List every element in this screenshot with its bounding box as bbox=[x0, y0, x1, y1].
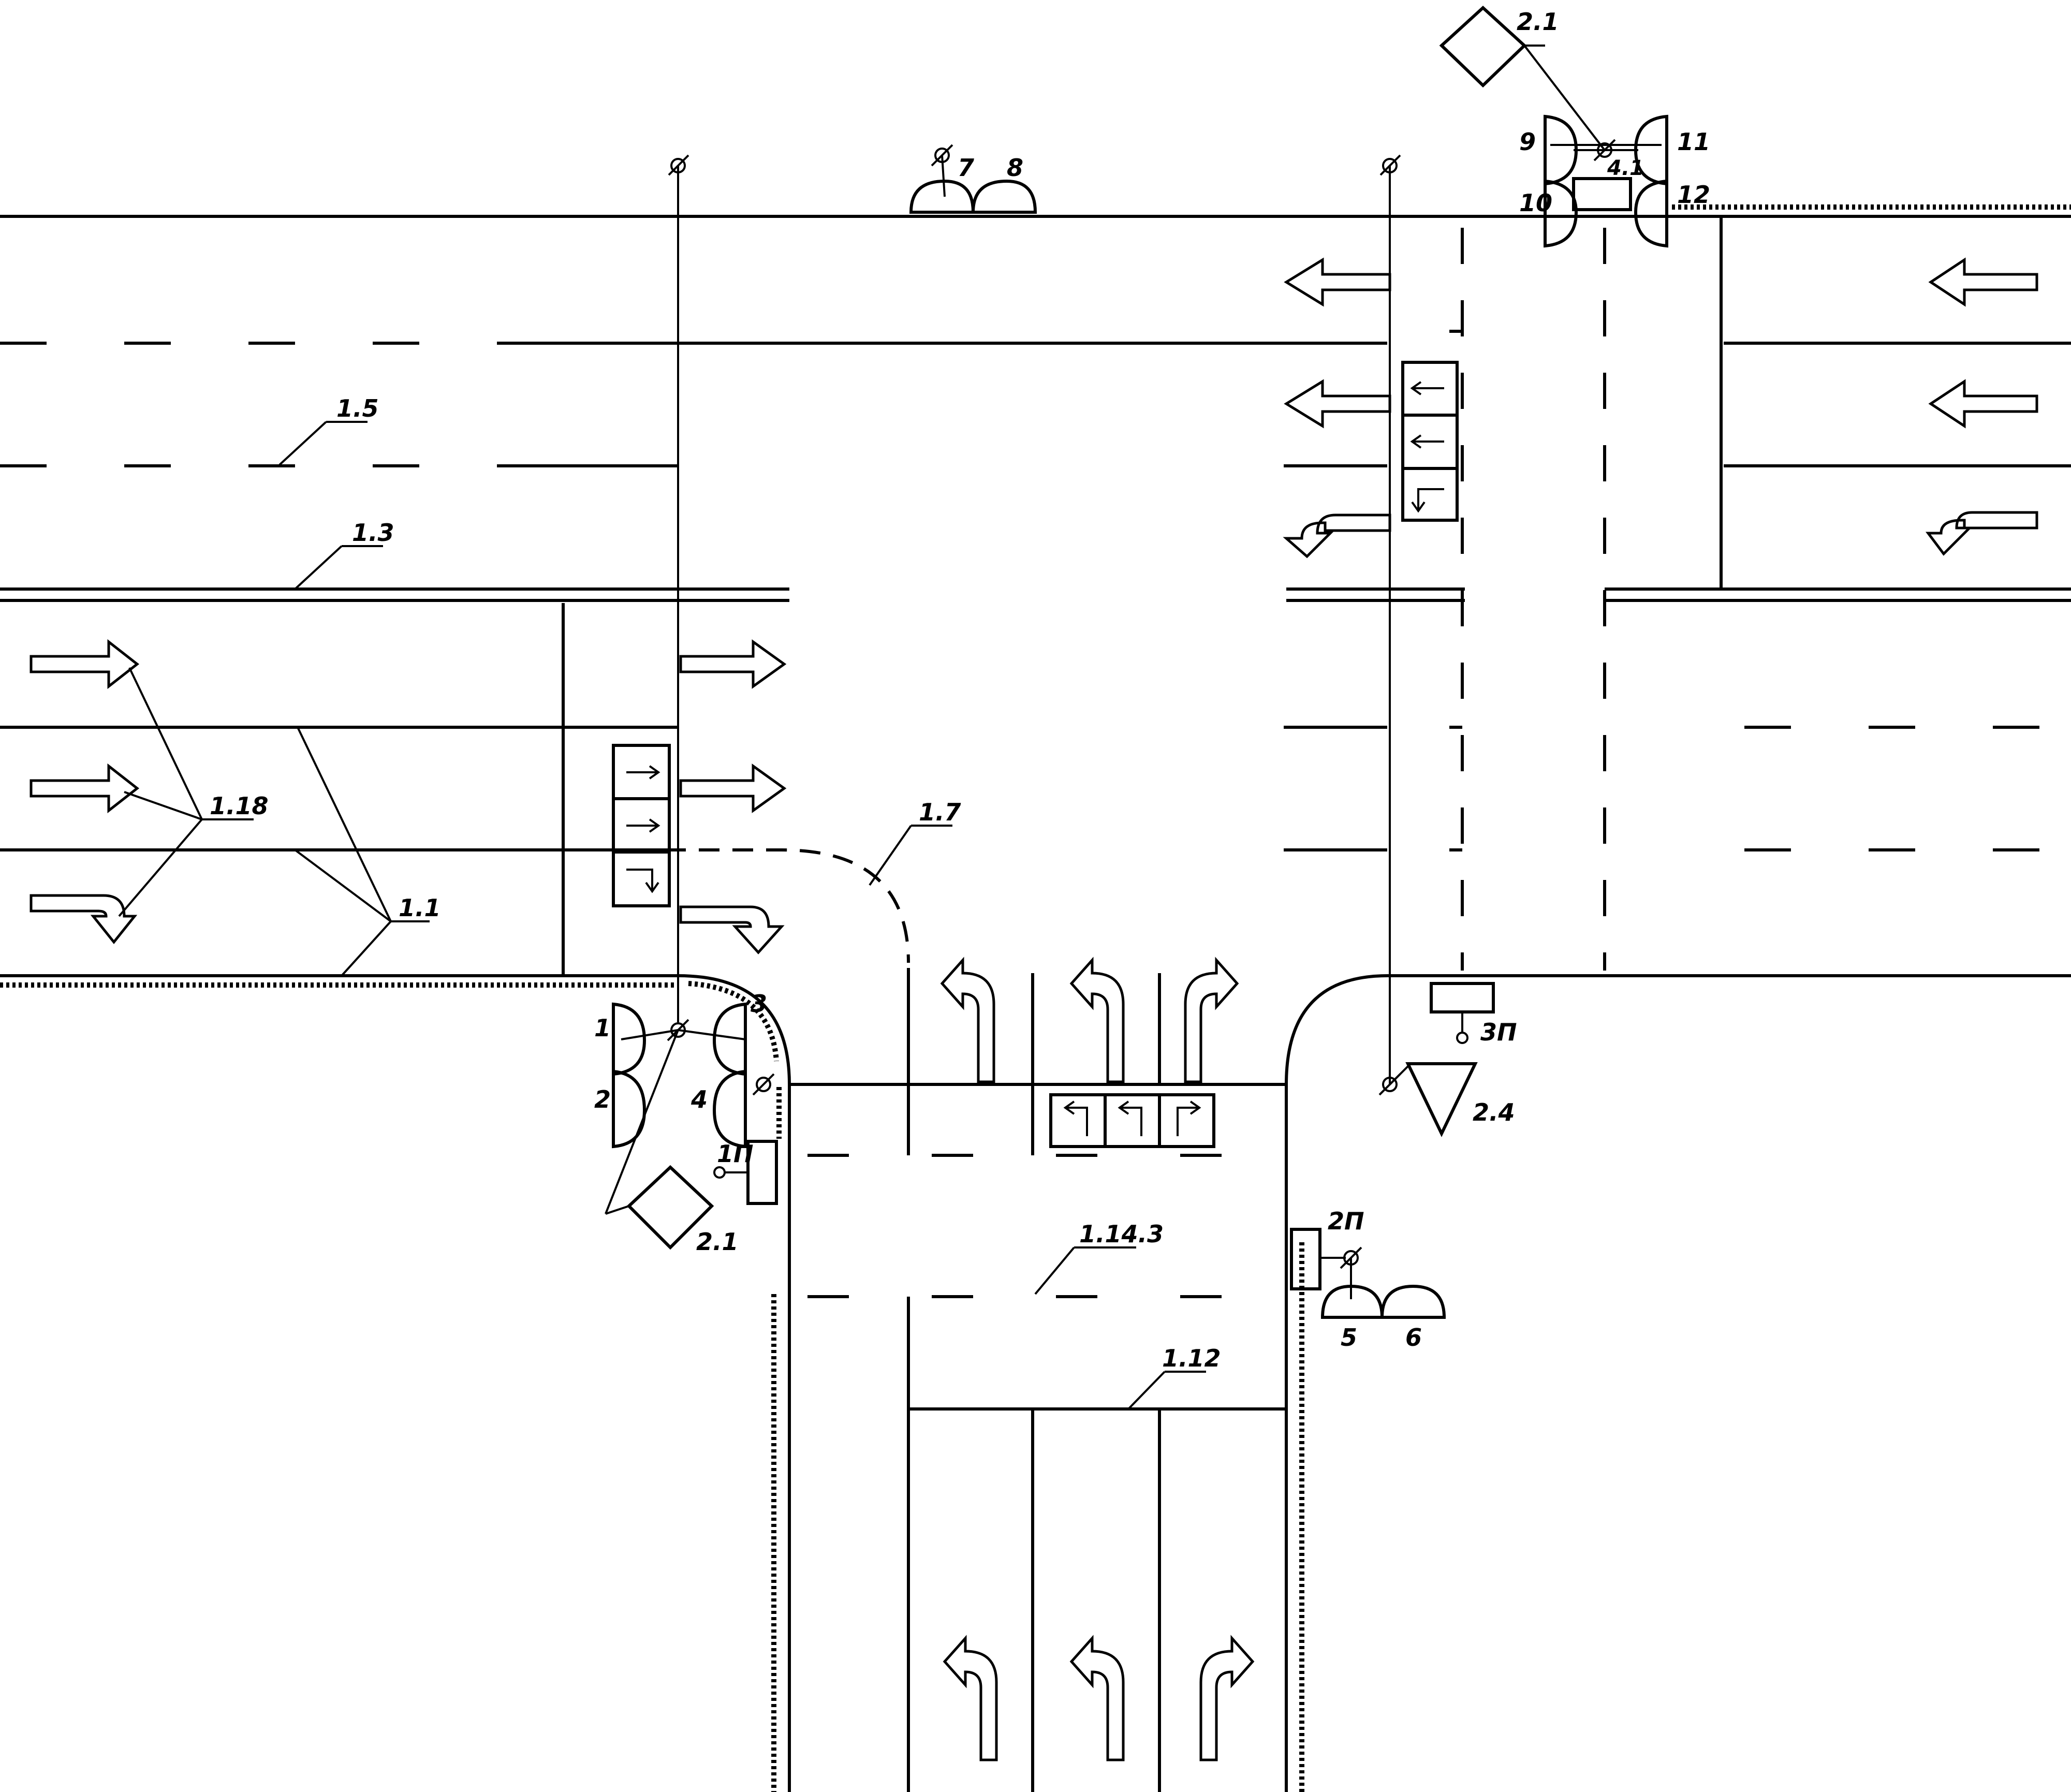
controller-3 bbox=[1430, 982, 1495, 1013]
traffic-light-6 bbox=[1380, 1284, 1446, 1319]
traffic-light-8 bbox=[971, 179, 1037, 214]
traffic-light-7 bbox=[909, 179, 975, 214]
arrow-straight-left bbox=[1284, 379, 1391, 429]
label-1-14-3: 1.14.3 bbox=[1079, 1220, 1164, 1248]
label-sign-4-1: 4.1 bbox=[1607, 156, 1644, 180]
controller-2 bbox=[1290, 1228, 1321, 1290]
label-signal-7: 7 bbox=[958, 154, 974, 182]
label-signal-3: 3 bbox=[751, 990, 767, 1018]
label-signal-4: 4 bbox=[691, 1085, 708, 1113]
sign-main-road-bottom bbox=[626, 1165, 714, 1250]
arrow-left-turn-up bbox=[940, 957, 995, 1083]
traffic-light-12 bbox=[1634, 179, 1668, 248]
label-signal-11: 11 bbox=[1677, 128, 1710, 156]
label-signal-1: 1 bbox=[594, 1014, 611, 1042]
arrow-straight-right bbox=[679, 639, 787, 689]
label-signal-10: 10 bbox=[1519, 189, 1552, 217]
arrow-straight-right bbox=[30, 763, 140, 814]
arrow-left-turn-up bbox=[943, 1635, 998, 1761]
arrow-straight-right bbox=[679, 763, 787, 813]
arrow-right-turn bbox=[30, 894, 138, 945]
lane-arrows bbox=[30, 257, 2038, 1761]
arrow-left-turn bbox=[1283, 513, 1391, 559]
arrow-right-turn bbox=[679, 905, 785, 954]
arrow-left-turn-up bbox=[1069, 957, 1125, 1083]
lane-direction-signs bbox=[612, 361, 1459, 1148]
arrow-right-turn-up bbox=[1199, 1635, 1255, 1761]
sign-main-road-top bbox=[1439, 5, 1527, 88]
traffic-light-1 bbox=[612, 1002, 647, 1076]
label-1-5: 1.5 bbox=[336, 394, 379, 422]
label-signal-6: 6 bbox=[1405, 1324, 1422, 1352]
label-1-12: 1.12 bbox=[1162, 1344, 1221, 1372]
arrow-straight-left bbox=[1928, 257, 2038, 307]
arrow-straight-left bbox=[1928, 379, 2038, 429]
label-signal-8: 8 bbox=[1007, 154, 1023, 182]
traffic-light-4 bbox=[712, 1069, 747, 1149]
road-signs bbox=[605, 5, 1606, 1250]
traffic-light-3 bbox=[712, 1002, 747, 1076]
label-sign-2-1-bottom: 2.1 bbox=[696, 1228, 739, 1256]
label-1-18: 1.18 bbox=[210, 792, 269, 820]
arrow-straight-right bbox=[30, 639, 140, 689]
lane-markings bbox=[0, 216, 2071, 1792]
label-controller-2: 2П bbox=[1328, 1207, 1364, 1235]
label-signal-5: 5 bbox=[1341, 1324, 1357, 1352]
arrow-right-turn-up bbox=[1184, 957, 1239, 1083]
label-signal-2: 2 bbox=[594, 1085, 611, 1113]
label-1-7: 1.7 bbox=[919, 798, 961, 826]
label-controller-1: 1П bbox=[717, 1140, 754, 1168]
label-sign-2-1-top: 2.1 bbox=[1517, 8, 1559, 36]
label-1-1: 1.1 bbox=[399, 894, 441, 922]
traffic-light-10 bbox=[1544, 179, 1578, 248]
label-signal-9: 9 bbox=[1519, 128, 1536, 156]
labels: 1.5 1.3 1.18 1.1 1.7 1.14.3 1.12 2.1 2.1… bbox=[210, 8, 1710, 1372]
traffic-lights bbox=[612, 114, 1668, 1319]
controllers bbox=[713, 982, 1495, 1290]
traffic-light-2 bbox=[612, 1069, 647, 1149]
traffic-light-9 bbox=[1544, 114, 1578, 186]
label-signal-12: 12 bbox=[1677, 181, 1710, 209]
label-sign-2-4: 2.4 bbox=[1473, 1098, 1515, 1126]
label-1-3: 1.3 bbox=[352, 519, 394, 547]
arrow-left-turn bbox=[1926, 511, 2038, 556]
arrow-left-turn-up bbox=[1069, 1635, 1125, 1761]
leader-lines bbox=[118, 421, 1206, 1410]
arrow-straight-left bbox=[1284, 257, 1391, 307]
sign-give-way bbox=[1405, 1062, 1478, 1137]
road-edges bbox=[0, 204, 2071, 1792]
traffic-light-5 bbox=[1320, 1284, 1384, 1319]
signal-poles bbox=[667, 139, 1616, 1269]
label-controller-3: 3П bbox=[1480, 1018, 1517, 1046]
